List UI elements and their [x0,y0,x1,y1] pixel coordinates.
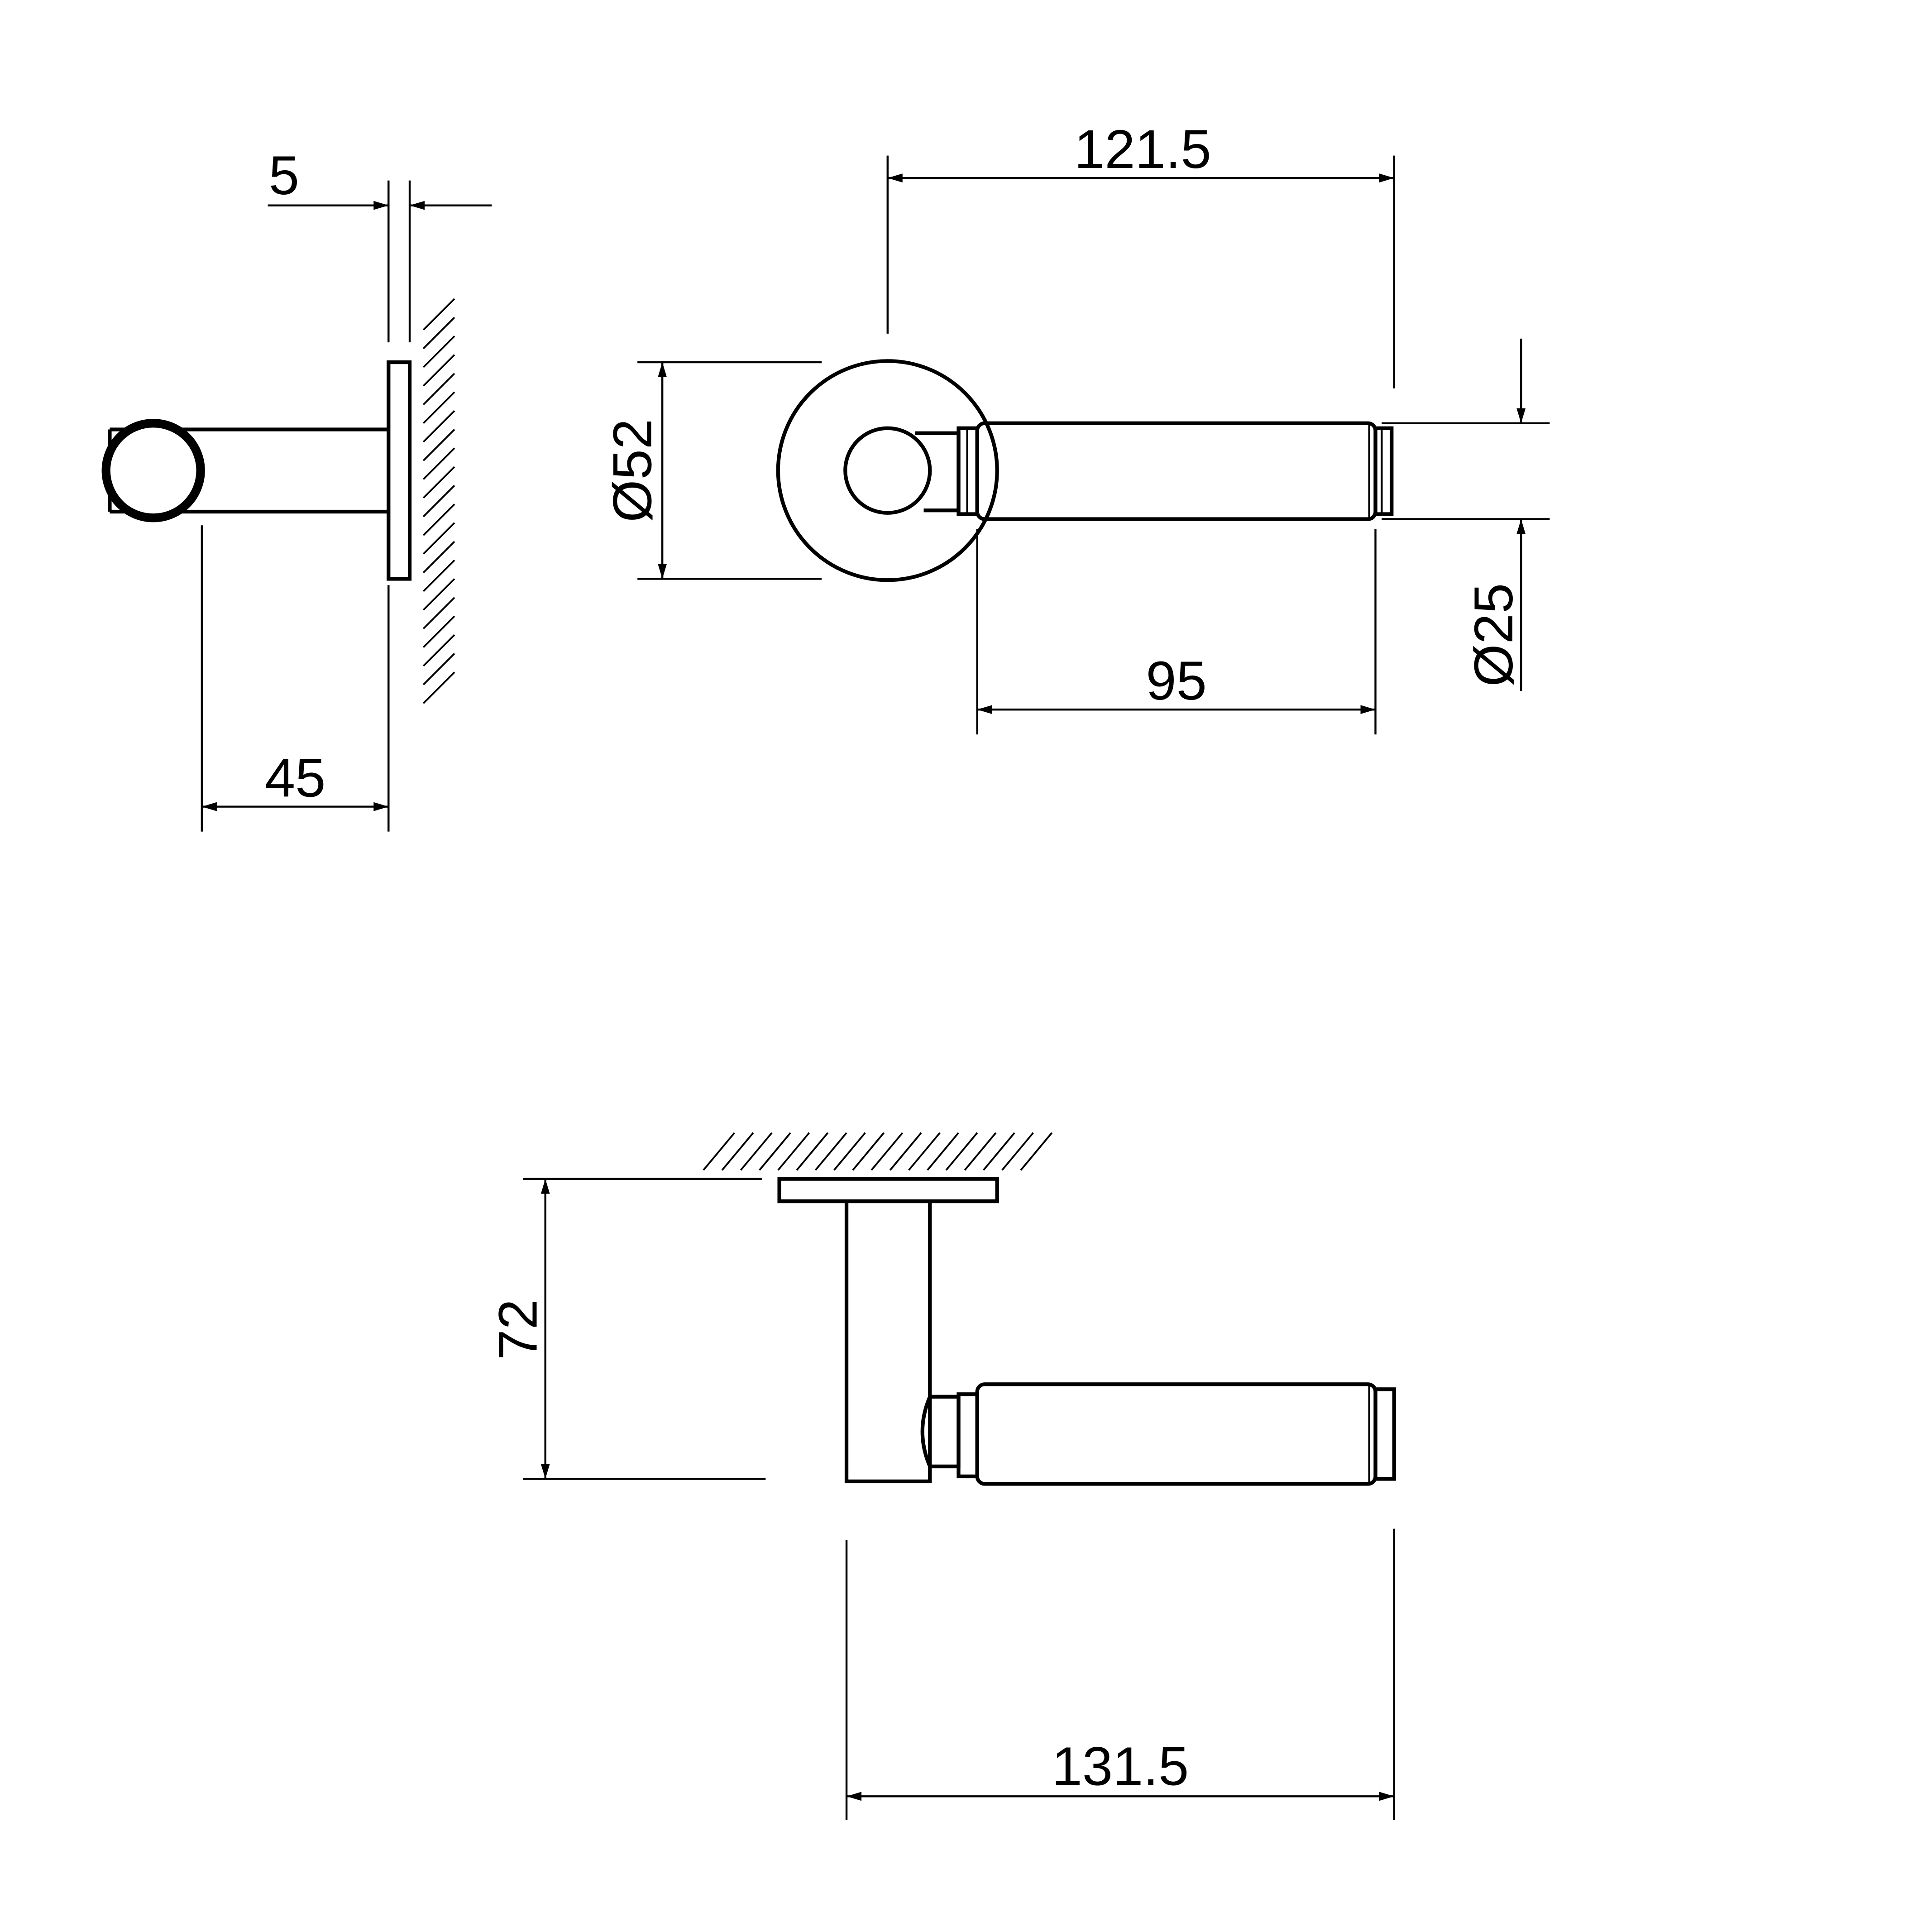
hatch-line [703,1132,736,1171]
hatch-line [422,671,455,704]
dim-plate-thickness: 5 [269,144,299,206]
dim-height: 72 [487,1299,548,1360]
wall-plate [387,360,412,581]
hatch-line [983,1132,1015,1171]
dim-grip-length: 95 [1146,650,1207,711]
hatch-line [814,1132,847,1171]
hatch-line [422,522,455,555]
dim-rosette-diameter: Ø52 [601,419,663,523]
hatch-line [889,1132,922,1171]
front-view: 121.5 Ø52 Ø25 95 [601,118,1550,735]
dim-overall-length-front: 121.5 [1074,118,1211,180]
hatch-line [740,1132,773,1171]
hatch-line [422,373,455,405]
hatch-line [422,429,455,461]
hatch-line [422,298,455,331]
hatch-line [422,447,455,480]
lever-section [101,419,205,523]
hatch-line [777,1132,810,1171]
hatch-line [833,1132,866,1171]
hatch-line [422,354,455,387]
dim-overall-length-bottom: 131.5 [1052,1735,1189,1797]
hatch-line [852,1132,885,1171]
hatch-line [422,466,455,499]
dim-grip-diameter: Ø25 [1463,583,1524,687]
spindle-boss [843,426,932,515]
hatch-line [964,1132,997,1171]
hatch-line [422,503,455,536]
hatch-line [422,578,455,611]
ceiling-hatching [703,1132,1053,1171]
side-view: 5 45 [101,144,492,832]
dim-projection: 45 [265,747,326,809]
hatch-line [870,1132,904,1171]
hatch-line [422,484,455,518]
hatch-line [422,335,455,368]
lever-grip [975,421,1377,521]
hatch-line [422,541,455,574]
hatch-line [908,1132,941,1171]
stem-bottom [844,1201,932,1483]
hatch-line [422,615,455,648]
hatch-line [422,316,455,350]
hatch-line [927,1132,959,1171]
hatch-line [422,597,455,629]
hatch-line [422,653,455,686]
lever-grip-bottom [975,1382,1377,1486]
hatch-line [759,1132,791,1171]
hatch-line [1020,1132,1053,1171]
hatch-line [422,634,455,667]
hatch-line [422,559,455,592]
hatch-line [422,391,455,424]
wall-plate-bottom [777,1177,999,1203]
wall-hatching [422,298,455,704]
hatch-line [721,1132,754,1171]
rosette [776,359,999,582]
hatch-line [1001,1132,1034,1171]
hatch-line [796,1132,829,1171]
hatch-line [422,410,455,443]
bottom-view: 72 131.5 [487,1132,1396,1820]
hatch-line [945,1132,978,1171]
